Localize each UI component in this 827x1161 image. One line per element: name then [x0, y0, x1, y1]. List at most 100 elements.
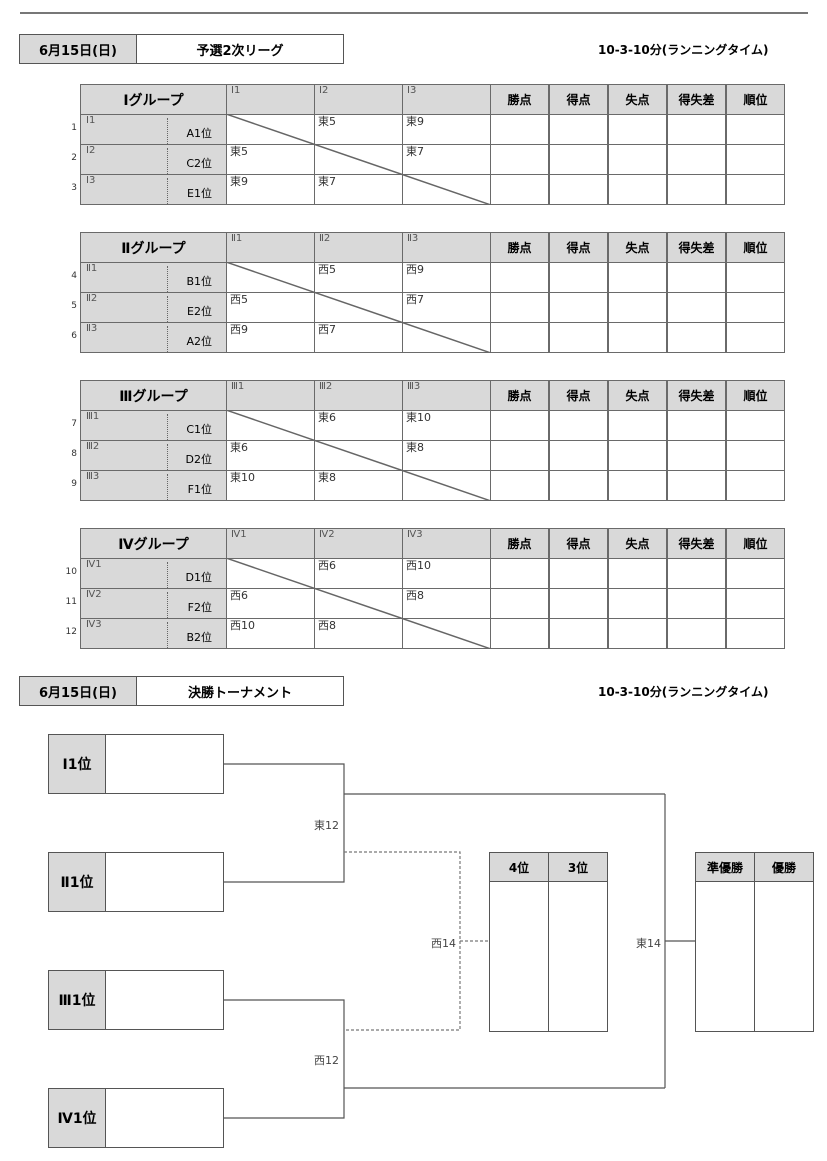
team-code: Ⅳ2 — [86, 589, 102, 600]
row-number: 11 — [65, 597, 77, 607]
stat-cell — [549, 588, 608, 619]
dotted-divider — [167, 296, 168, 322]
stat-cell — [490, 588, 549, 619]
stat-cell — [726, 440, 785, 471]
stat-cell — [490, 144, 549, 175]
team-code: Ⅲ3 — [86, 471, 100, 482]
team-code: Ⅱ3 — [86, 323, 98, 334]
rank-3rd-box — [548, 882, 608, 1032]
stat-cell — [608, 410, 667, 441]
dotted-divider — [167, 444, 168, 470]
team-code: Ⅰ1 — [86, 115, 96, 126]
stat-header: 失点 — [608, 232, 667, 263]
league-title: 予選2次リーグ — [137, 34, 344, 64]
stat-cell — [549, 558, 608, 589]
rank-1st-header: 優勝 — [754, 852, 814, 882]
team-seed: D2位 — [185, 453, 212, 466]
entrant-2-field — [106, 852, 224, 912]
stat-header: 失点 — [608, 528, 667, 559]
tournament-rule: 10-3-10分(ランニングタイム) — [598, 685, 769, 699]
stat-header: 順位 — [726, 232, 785, 263]
rank-2nd-box — [695, 882, 755, 1032]
dotted-divider — [167, 118, 168, 144]
stat-cell — [667, 114, 726, 145]
stat-cell — [608, 322, 667, 353]
stat-cell — [667, 292, 726, 323]
group-col-header: Ⅱ3 — [402, 232, 491, 263]
stat-cell — [667, 410, 726, 441]
tournament-title: 決勝トーナメント — [137, 676, 344, 706]
stat-cell — [667, 322, 726, 353]
dotted-divider — [167, 148, 168, 174]
team-seed: C2位 — [186, 157, 212, 170]
stat-cell — [726, 174, 785, 205]
rank-4th-header: 4位 — [489, 852, 549, 882]
row-number: 8 — [71, 449, 77, 459]
team-seed: A1位 — [186, 127, 212, 140]
team-seed: B2位 — [186, 631, 212, 644]
stat-cell — [549, 292, 608, 323]
rank-2nd-header: 準優勝 — [695, 852, 755, 882]
stat-header: 順位 — [726, 84, 785, 115]
entrant-1-field — [106, 734, 224, 794]
stat-header: 得失差 — [667, 232, 726, 263]
stat-header: 順位 — [726, 380, 785, 411]
row-number: 4 — [71, 271, 77, 281]
stat-cell — [726, 558, 785, 589]
top-divider — [20, 12, 808, 14]
dotted-divider — [167, 562, 168, 588]
stat-cell — [608, 262, 667, 293]
entrant-3-field — [106, 970, 224, 1030]
stat-cell — [490, 174, 549, 205]
stat-cell — [490, 322, 549, 353]
entrant-4-label: Ⅳ1位 — [48, 1088, 106, 1148]
group-col-header: Ⅰ3 — [402, 84, 491, 115]
league-rule: 10-3-10分(ランニングタイム) — [598, 43, 769, 57]
stat-header: 得失差 — [667, 380, 726, 411]
row-number: 1 — [71, 123, 77, 133]
stat-cell — [667, 588, 726, 619]
group-col-header: Ⅱ1 — [226, 232, 315, 263]
dotted-divider — [167, 266, 168, 292]
entrant-4-field — [106, 1088, 224, 1148]
row-number: 7 — [71, 419, 77, 429]
entrant-2-label: Ⅱ1位 — [48, 852, 106, 912]
stat-cell — [490, 558, 549, 589]
stat-cell — [608, 470, 667, 501]
dotted-divider — [167, 474, 168, 500]
stat-header: 勝点 — [490, 84, 549, 115]
row-number: 3 — [71, 183, 77, 193]
stat-header: 得点 — [549, 380, 608, 411]
team-code: Ⅲ2 — [86, 441, 100, 452]
tournament-date: 6月15日(日) — [19, 676, 137, 706]
stat-header: 勝点 — [490, 528, 549, 559]
team-code: Ⅰ2 — [86, 145, 96, 156]
stat-cell — [726, 588, 785, 619]
stat-cell — [726, 292, 785, 323]
team-code: Ⅲ1 — [86, 411, 100, 422]
stat-cell — [726, 618, 785, 649]
team-code: Ⅰ3 — [86, 175, 96, 186]
team-seed: F1位 — [187, 483, 212, 496]
group-col-header: Ⅰ2 — [314, 84, 403, 115]
dotted-divider — [167, 622, 168, 648]
team-seed: D1位 — [185, 571, 212, 584]
stat-cell — [726, 262, 785, 293]
rank-4th-box — [489, 882, 549, 1032]
stat-header: 得点 — [549, 84, 608, 115]
stat-cell — [667, 174, 726, 205]
team-code: Ⅱ2 — [86, 293, 98, 304]
team-code: Ⅱ1 — [86, 263, 98, 274]
stat-cell — [608, 440, 667, 471]
dotted-divider — [167, 326, 168, 352]
team-seed: E2位 — [187, 305, 212, 318]
stat-cell — [608, 174, 667, 205]
stat-cell — [549, 410, 608, 441]
row-number: 10 — [65, 567, 77, 577]
entrant-1-label: Ⅰ1位 — [48, 734, 106, 794]
